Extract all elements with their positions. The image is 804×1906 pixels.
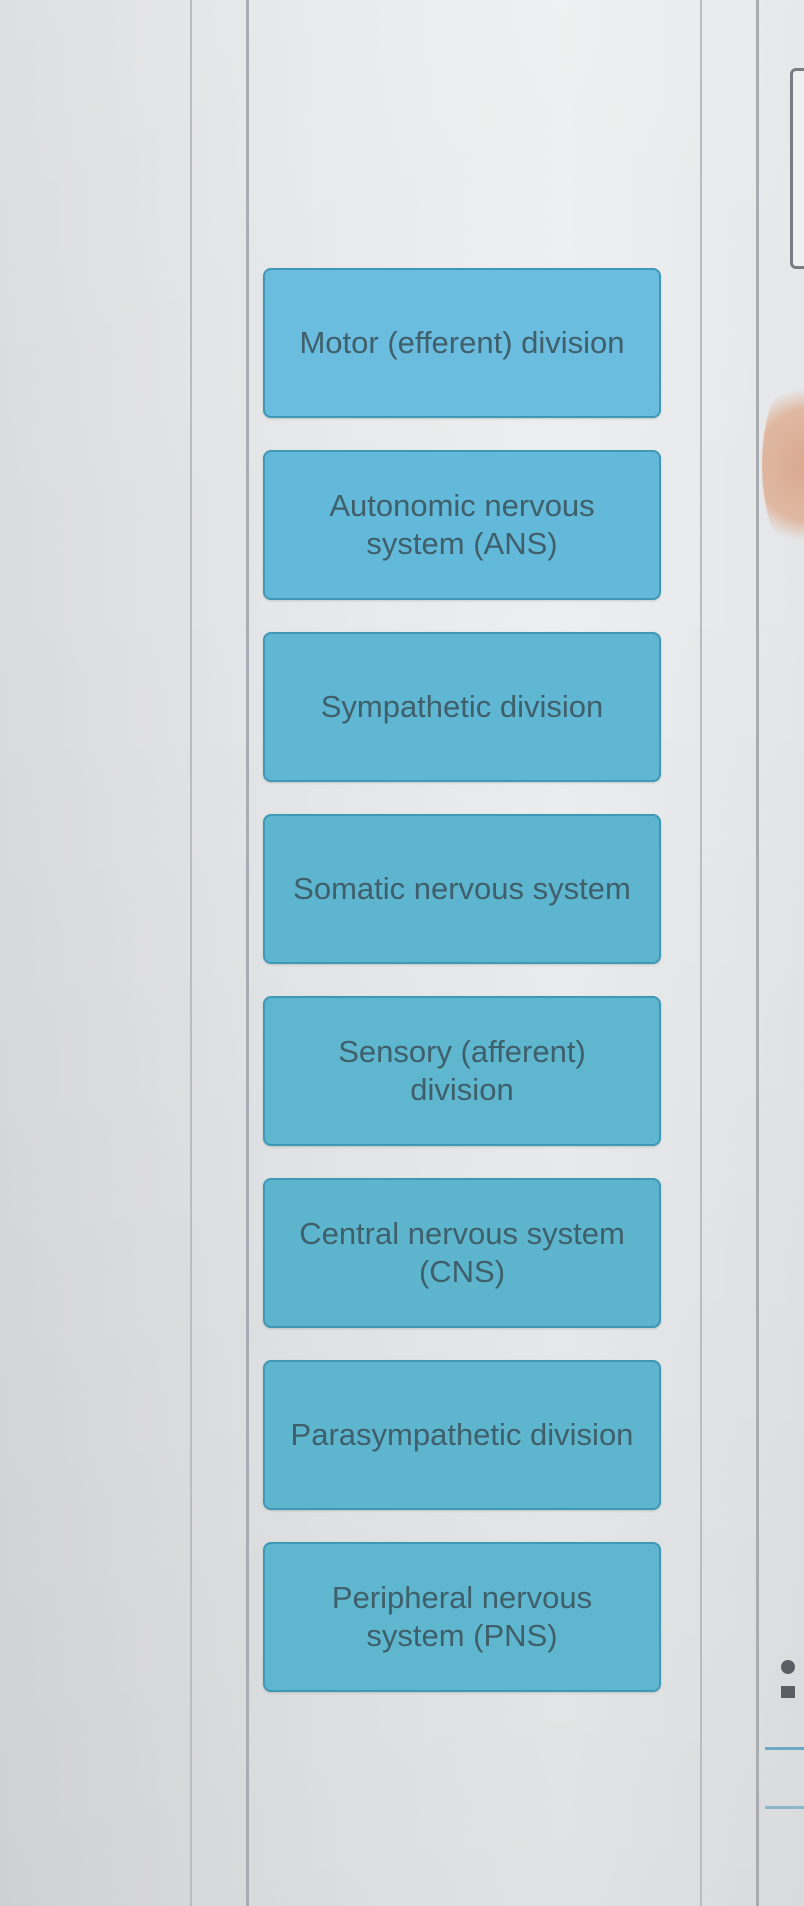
- term-tile-peripheral-nervous-system[interactable]: Peripheral nervous system (PNS): [263, 1542, 661, 1692]
- leader-line: [765, 1806, 804, 1809]
- panel-divider: [700, 0, 702, 1906]
- panel-divider: [190, 0, 192, 1906]
- term-tile-sympathetic-division[interactable]: Sympathetic division: [263, 632, 661, 782]
- term-tile-motor-division[interactable]: Motor (efferent) division: [263, 268, 661, 418]
- term-tile-central-nervous-system[interactable]: Central nervous system (CNS): [263, 1178, 661, 1328]
- term-label: Sympathetic division: [320, 689, 604, 724]
- term-label: Motor (efferent) division: [299, 325, 625, 360]
- panel-divider: [246, 0, 249, 1906]
- term-label: Central nervous system (CNS): [299, 1216, 625, 1289]
- term-tile-somatic-nervous-system[interactable]: Somatic nervous system: [263, 814, 661, 964]
- term-label: Autonomic nervous system (ANS): [329, 488, 595, 561]
- term-tile-parasympathetic-division[interactable]: Parasympathetic division: [263, 1360, 661, 1510]
- toolbar-icons: [777, 1660, 797, 1698]
- term-tile-sensory-division[interactable]: Sensory (afferent) division: [263, 996, 661, 1146]
- term-label: Somatic nervous system: [293, 871, 631, 906]
- dot-icon[interactable]: [781, 1660, 795, 1674]
- square-icon[interactable]: [781, 1686, 795, 1698]
- diagram-image-edge: [762, 375, 804, 555]
- term-label: Parasympathetic division: [290, 1417, 634, 1452]
- term-label: Sensory (afferent) division: [338, 1034, 586, 1107]
- term-tile-autonomic-nervous-system[interactable]: Autonomic nervous system (ANS): [263, 450, 661, 600]
- panel-divider: [756, 0, 759, 1906]
- term-bank: Motor (efferent) division Autonomic nerv…: [263, 268, 667, 1724]
- leader-line: [765, 1747, 804, 1750]
- drop-target-edge[interactable]: [790, 68, 804, 269]
- term-label: Peripheral nervous system (PNS): [331, 1580, 593, 1653]
